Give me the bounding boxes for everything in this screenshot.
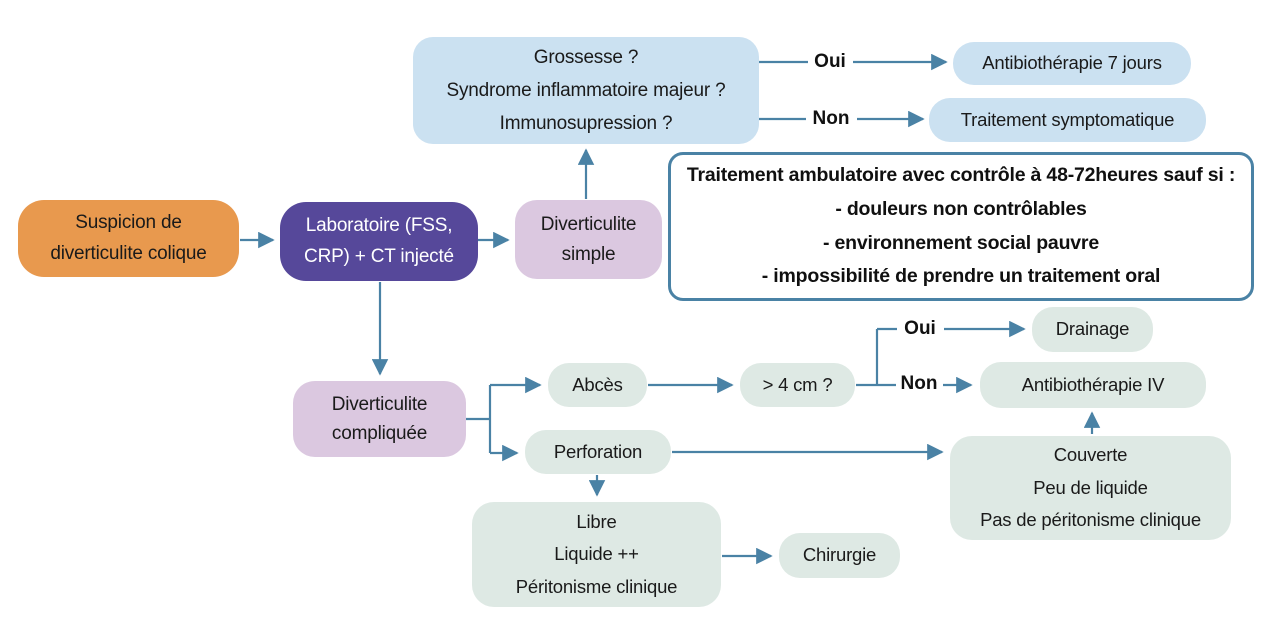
note-traitement-ambulatoire: Traitement ambulatoire avec contrôle à 4… — [668, 152, 1254, 301]
node-text: Diverticulite — [540, 214, 637, 236]
node-diverticulite-simple: Diverticulite simple — [515, 200, 662, 279]
node-antibiotherapie-iv: Antibiothérapie IV — [980, 362, 1206, 408]
node-traitement-symptomatique: Traitement symptomatique — [929, 98, 1206, 142]
node-text: Libre — [576, 510, 617, 532]
node-text: diverticulite colique — [50, 242, 207, 264]
node-perforation-libre: Libre Liquide ++ Péritonisme clinique — [472, 502, 721, 607]
node-perforation-couverte: Couverte Peu de liquide Pas de péritonis… — [950, 436, 1231, 540]
node-laboratoire-ct: Laboratoire (FSS, CRP) + CT injecté — [280, 202, 478, 281]
node-text: Laboratoire (FSS, — [305, 215, 453, 237]
node-chirurgie: Chirurgie — [779, 533, 900, 578]
node-text: Péritonisme clinique — [515, 575, 678, 597]
node-sup-4cm: > 4 cm ? — [740, 363, 855, 407]
node-abces: Abcès — [548, 363, 647, 407]
node-text: Syndrome inflammatoire majeur ? — [446, 79, 726, 101]
node-text: Immunosupression ? — [499, 113, 673, 135]
note-text: - douleurs non contrôlables — [835, 197, 1087, 220]
node-text: Suspicion de — [75, 212, 182, 234]
note-text: - impossibilité de prendre un traitement… — [761, 265, 1161, 288]
node-text: Pas de péritonisme clinique — [980, 509, 1201, 531]
note-text: - environnement social pauvre — [823, 231, 1099, 254]
node-text: Liquide ++ — [554, 543, 639, 565]
node-suspicion-diverticulite-colique: Suspicion de diverticulite colique — [18, 200, 239, 277]
node-text: Grossesse ? — [533, 46, 639, 68]
branch-compliquee — [466, 385, 492, 453]
note-text: Traitement ambulatoire avec contrôle à 4… — [686, 164, 1236, 187]
node-drainage: Drainage — [1032, 307, 1153, 352]
edge-label-oui-top: Oui — [814, 51, 846, 72]
node-perforation: Perforation — [525, 430, 671, 474]
edge-label-non-mid: Non — [900, 373, 938, 394]
node-text: Diverticulite — [331, 393, 428, 415]
node-text: compliquée — [331, 423, 428, 444]
node-text: simple — [561, 243, 616, 265]
node-text: Couverte — [1053, 444, 1128, 466]
edge-label-oui-mid: Oui — [904, 318, 936, 339]
branch-4cm — [856, 327, 897, 387]
node-text: CRP) + CT injecté — [304, 245, 454, 267]
edge-label-non-top: Non — [812, 108, 850, 129]
node-text: Peu de liquide — [1033, 476, 1148, 498]
node-antibiotherapie-7-jours: Antibiothérapie 7 jours — [953, 42, 1191, 85]
node-questions-grossesse-inflammation-immunosupression: Grossesse ? Syndrome inflammatoire majeu… — [413, 37, 759, 144]
node-diverticulite-compliquee: Diverticulite compliquée — [293, 381, 466, 457]
